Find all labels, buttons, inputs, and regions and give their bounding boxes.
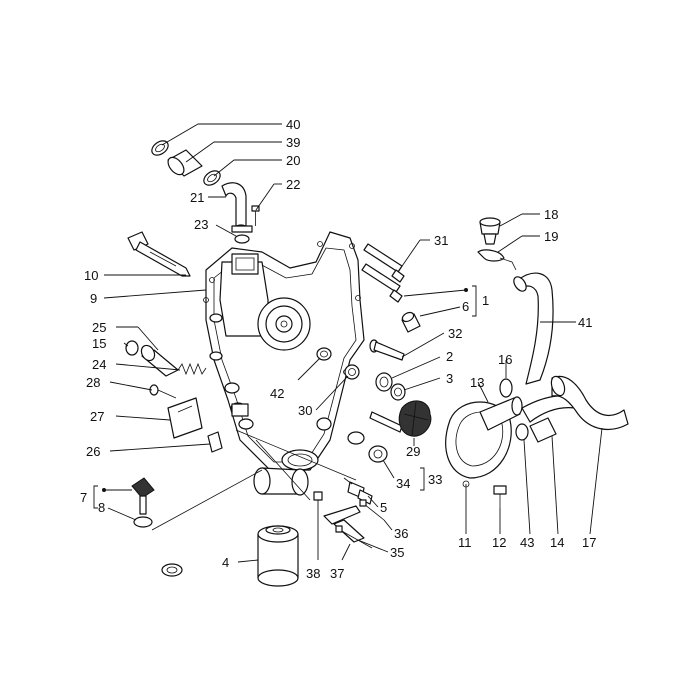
bolts-31 (361, 243, 405, 303)
callout-18: 18 (544, 207, 558, 222)
hose-17 (550, 375, 629, 431)
bracket-35 (323, 505, 365, 543)
callout-13: 13 (470, 375, 484, 390)
bearing-2 (375, 372, 393, 392)
seal-3 (390, 383, 406, 401)
callout-24: 24 (92, 357, 106, 372)
callout-39: 39 (286, 135, 300, 150)
spring-24 (177, 362, 207, 376)
plug-34 (368, 445, 388, 463)
callout-4: 4 (222, 555, 229, 570)
gasket-26 (207, 431, 223, 453)
dowel-6 (401, 311, 421, 333)
hose-sleeve-39 (167, 149, 203, 177)
callout-9: 9 (90, 291, 97, 306)
callout-11: 11 (458, 535, 472, 550)
sensor-5 (343, 477, 373, 505)
bolt-32 (369, 339, 405, 361)
callout-6: 6 (462, 299, 469, 314)
callout-25: 25 (92, 320, 106, 335)
callout-1: 1 (482, 293, 489, 308)
callout-31: 31 (434, 233, 448, 248)
clip-19 (477, 249, 505, 262)
hose-clamp-40 (151, 140, 169, 156)
long-bolt-10 (127, 231, 191, 277)
callout-38: 38 (306, 566, 320, 581)
callout-3: 3 (446, 371, 453, 386)
callout-22: 22 (286, 177, 300, 192)
hose-clamp-20 (203, 170, 221, 186)
bolt-36 (359, 499, 385, 521)
callout-36: 36 (394, 526, 408, 541)
callout-2: 2 (446, 349, 453, 364)
callout-33: 33 (428, 472, 442, 487)
callout-5: 5 (380, 500, 387, 515)
callout-23: 23 (194, 217, 208, 232)
callout-40: 40 (286, 117, 300, 132)
clamp-43 (515, 423, 529, 441)
callout-20: 20 (286, 153, 300, 168)
oil-filter-4 (257, 525, 299, 587)
callout-19: 19 (544, 229, 558, 244)
callout-7: 7 (80, 490, 87, 505)
callout-30: 30 (298, 403, 312, 418)
bolt-12 (493, 485, 507, 508)
callout-12: 12 (492, 535, 506, 550)
o-ring-23 (234, 234, 250, 244)
callout-41: 41 (578, 315, 592, 330)
thermostat-18 (479, 217, 501, 245)
bracket-27 (167, 397, 203, 439)
callout-21: 21 (190, 190, 204, 205)
callout-37: 37 (330, 566, 344, 581)
callout-15: 15 (92, 336, 106, 351)
callout-27: 27 (90, 409, 104, 424)
cube-38 (313, 491, 323, 501)
o-ring-8 (133, 516, 153, 528)
callout-labels: 40 39 20 21 22 23 18 19 31 10 9 1 6 41 2… (80, 117, 596, 581)
callout-10: 10 (84, 268, 98, 283)
impeller-29 (369, 400, 432, 437)
callout-16: 16 (498, 352, 512, 367)
clamp-16 (499, 378, 513, 398)
callout-29: 29 (406, 444, 420, 459)
elbow-pipe-21 (221, 182, 253, 233)
seal-42 (316, 347, 332, 361)
dipstick-7 (131, 477, 155, 515)
seal-30 (344, 364, 360, 380)
callout-42: 42 (270, 386, 284, 401)
callout-28: 28 (86, 375, 100, 390)
callout-17: 17 (582, 535, 596, 550)
callout-14: 14 (550, 535, 564, 550)
plunger-25 (140, 344, 179, 377)
leader-lines (93, 123, 603, 563)
engine-cover-9 (203, 231, 365, 496)
callout-32: 32 (448, 326, 462, 341)
water-pump-cover-13 (445, 396, 523, 488)
callout-8: 8 (98, 500, 105, 515)
callout-34: 34 (396, 476, 410, 491)
hose-41 (513, 272, 554, 385)
callout-43: 43 (520, 535, 534, 550)
screw-22 (251, 205, 260, 226)
callout-26: 26 (86, 444, 100, 459)
bolt-37 (335, 525, 373, 549)
callout-35: 35 (390, 545, 404, 560)
clamp-bottom (161, 563, 183, 577)
washer-15 (125, 340, 139, 356)
screw-28 (149, 384, 177, 399)
